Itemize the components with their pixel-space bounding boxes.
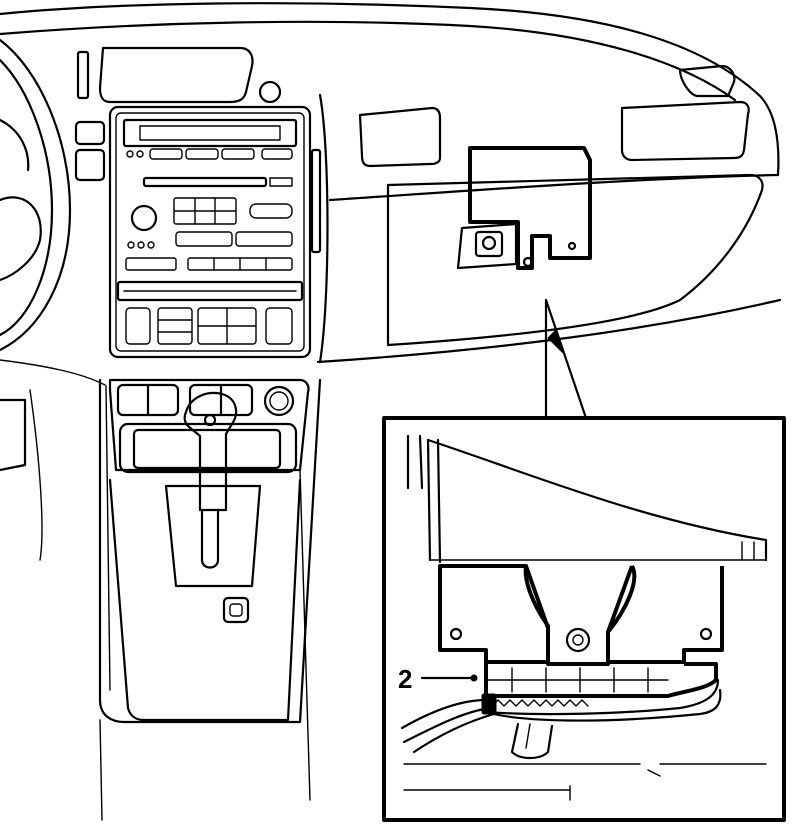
center-vent — [98, 46, 282, 104]
dashboard-outline — [0, 2, 782, 561]
detail-pointer — [544, 298, 588, 420]
detail-inset: 2 — [382, 416, 786, 822]
glovebox-lid — [386, 173, 764, 347]
steering-wheel — [0, 38, 72, 472]
callout-2: 2 — [398, 664, 478, 694]
control-module-location — [456, 146, 592, 270]
callout-dot — [470, 674, 478, 682]
left-switches — [74, 50, 106, 182]
side-vent-strip — [310, 148, 322, 254]
radio-unit — [108, 105, 312, 359]
center-console — [98, 378, 322, 821]
passenger-vents — [358, 64, 750, 168]
callout-label: 2 — [398, 664, 412, 694]
